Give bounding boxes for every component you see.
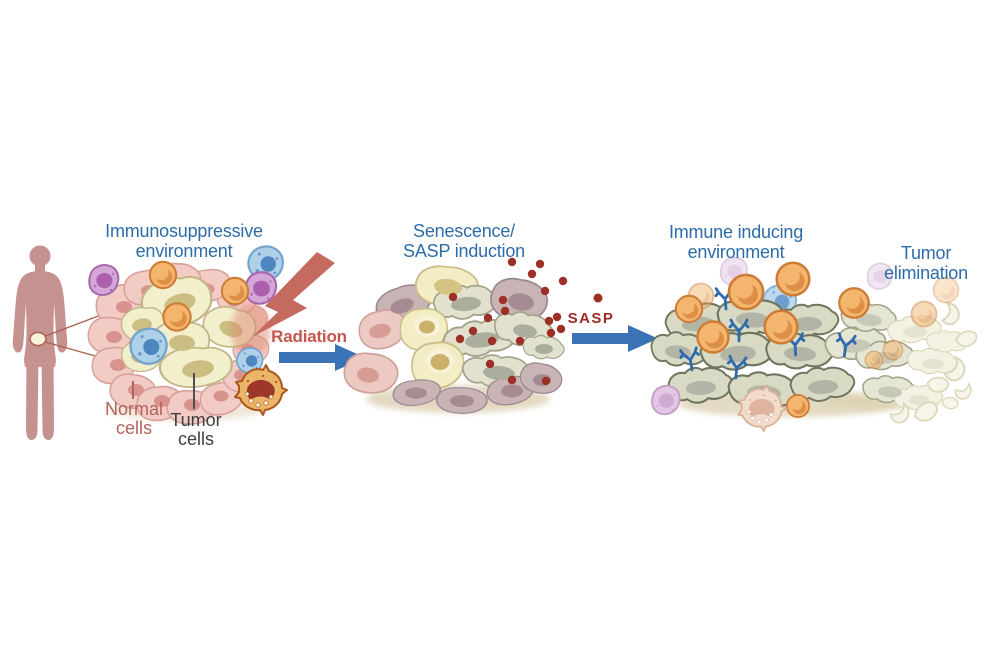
immune-cell-orange	[786, 394, 810, 418]
immune-cell-orange	[221, 277, 249, 305]
immune-cell-orange	[776, 262, 810, 296]
human-silhouette	[12, 245, 68, 440]
immunosuppressive-cluster	[85, 246, 287, 427]
immune-cell-purple	[245, 272, 277, 304]
tumor-cells-label: Tumor cells	[170, 410, 222, 449]
immune-cell-orange	[675, 295, 703, 323]
immune-cell-blue	[130, 328, 167, 364]
panel3-title: Immune inducing environment	[668, 222, 804, 262]
immune-cell-orange-faded	[865, 351, 883, 369]
radiation-impact-glow	[231, 303, 271, 357]
immune-cell-orange	[764, 310, 798, 344]
radiation-label: Radiation	[271, 327, 347, 346]
normal-cells-label: Normal cells	[104, 399, 164, 438]
immune-attack-cluster	[648, 257, 980, 432]
radiation-bolt-icon	[252, 252, 335, 337]
sasp-factor-dots	[448, 257, 603, 386]
process-arrow-icon	[572, 325, 658, 352]
tumor-elimination-title: Tumor elimination	[884, 243, 968, 283]
immune-cell-orange	[839, 288, 869, 318]
panel2-title: Senescence/ SASP induction	[403, 221, 525, 261]
immune-cell-orange-faded	[883, 340, 903, 360]
senescent-cell-nuclei	[357, 278, 553, 407]
immune-cell-orange	[697, 321, 729, 353]
tumor-cell-nuclei	[131, 293, 243, 378]
tumor-cell-group	[119, 271, 260, 390]
immune-cell-orange	[163, 303, 191, 331]
panel1-title: Immunosuppressive environment	[105, 221, 263, 261]
immune-cell-orange	[149, 261, 177, 289]
immune-cell-purple	[652, 385, 680, 415]
immune-cell-purple	[89, 265, 119, 295]
immune-cell-orange	[728, 274, 764, 310]
immune-cell-orange-faded	[911, 301, 937, 327]
sasp-label: SASP	[567, 310, 615, 327]
senescent-cluster	[340, 257, 603, 416]
tumor-site-marker	[29, 331, 47, 347]
